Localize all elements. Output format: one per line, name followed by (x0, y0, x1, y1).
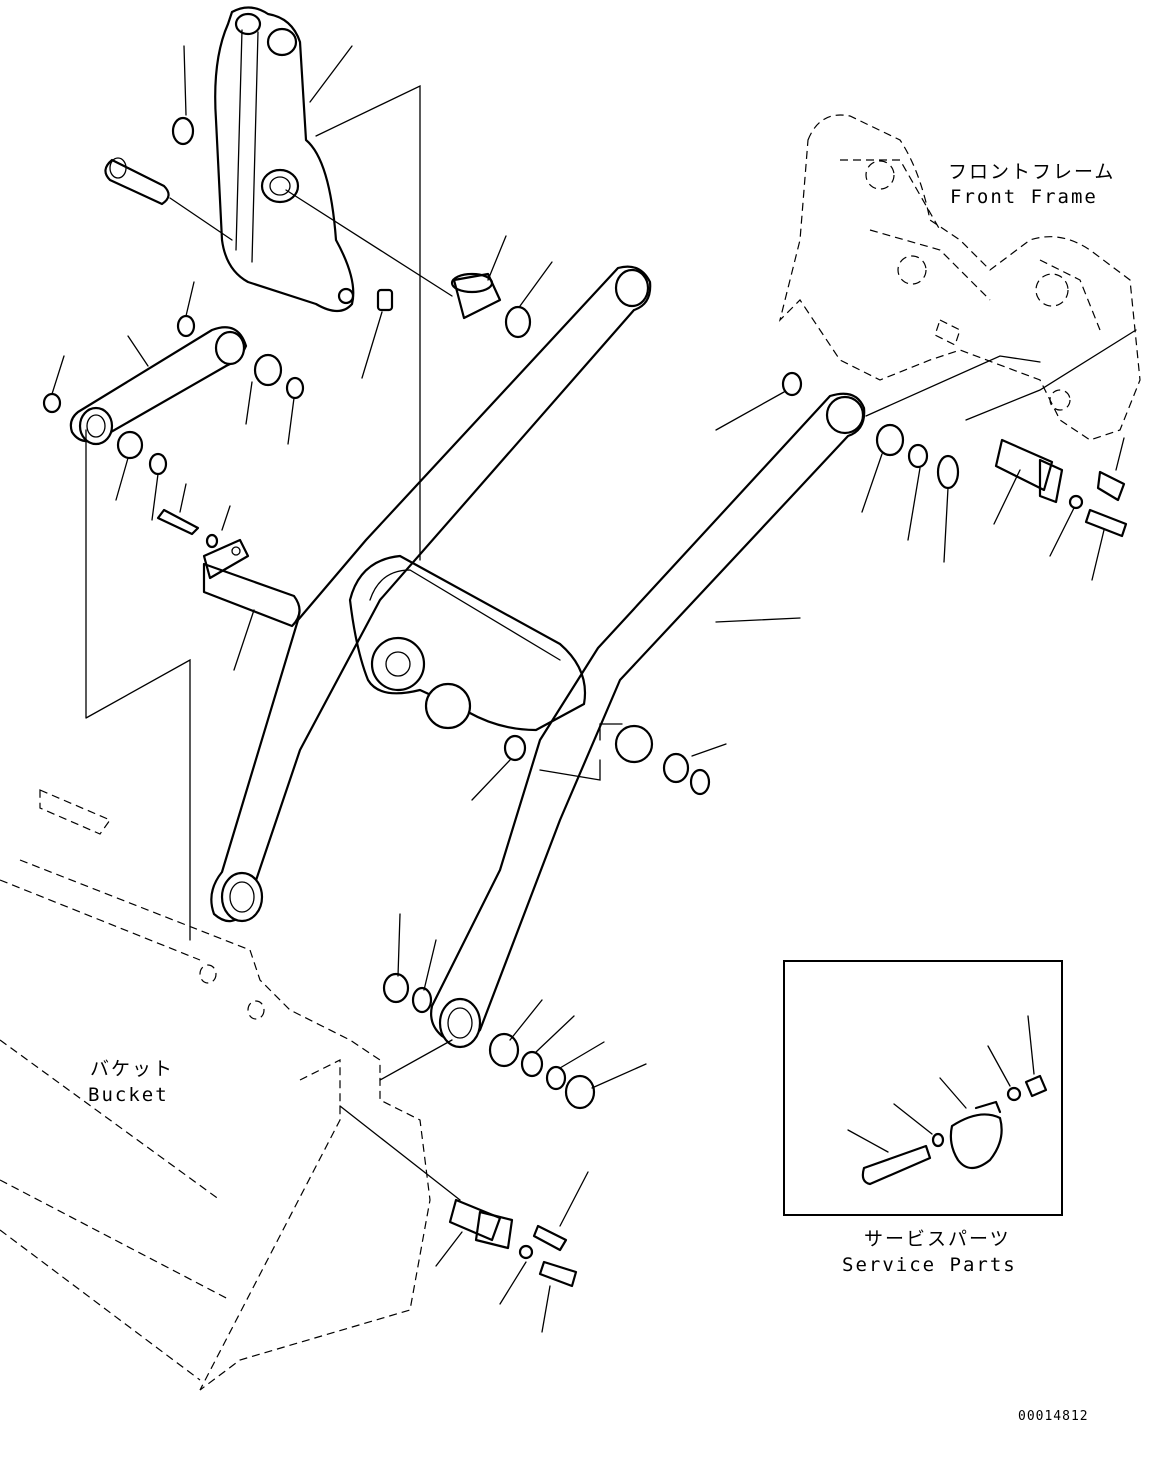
bushing (116, 430, 144, 460)
dust-seal (382, 972, 410, 1004)
tilt-link (69, 326, 248, 446)
o-ring (176, 314, 196, 338)
bell-crank (214, 6, 355, 313)
o-ring (42, 392, 62, 414)
service-parts-label: Service Parts (842, 1254, 1017, 1276)
bolt (156, 508, 200, 536)
service-washer (931, 1132, 945, 1148)
o-ring (148, 452, 168, 476)
main-pin (202, 538, 301, 628)
o-ring (907, 443, 929, 469)
grease-fitting (1096, 470, 1126, 502)
lift-arm (210, 265, 866, 1049)
washer (518, 1244, 534, 1260)
leader-lines (51, 45, 1137, 1333)
bushing (662, 752, 690, 784)
bushing (450, 272, 502, 320)
bushing (488, 1032, 520, 1068)
service-plate (949, 1113, 1003, 1170)
o-ring (781, 371, 803, 397)
service-bolt (861, 1144, 932, 1186)
bucket-pin (448, 1198, 514, 1250)
bolt (538, 1260, 578, 1288)
drawing-number: 00014812 (1018, 1409, 1089, 1424)
grease-fitting (376, 288, 394, 312)
o-ring (411, 986, 433, 1014)
o-ring (689, 768, 711, 796)
service-nut (1024, 1074, 1048, 1098)
shim (936, 454, 960, 490)
service-washer-2 (1006, 1086, 1022, 1102)
washer (1068, 494, 1084, 510)
washer (205, 533, 219, 549)
bucket-label: Bucket (88, 1084, 169, 1106)
dust-seal (564, 1074, 596, 1110)
bolt (1084, 508, 1128, 538)
bushing (253, 353, 283, 387)
right-pin (994, 438, 1064, 504)
o-ring (503, 734, 527, 762)
bushing (875, 423, 905, 457)
o-ring (285, 376, 305, 400)
bucket-outline (0, 789, 431, 1391)
upper-pin (104, 157, 170, 206)
bucket-label-jp: バケット (90, 1058, 175, 1080)
o-ring (520, 1050, 544, 1078)
front-frame-label-jp: フロントフレーム (948, 161, 1116, 183)
service-parts-label-jp: サービスパーツ (864, 1228, 1011, 1250)
service-parts-box (783, 960, 1063, 1216)
grease-fitting (532, 1224, 568, 1252)
front-frame-label: Front Frame (950, 186, 1098, 208)
o-ring (171, 116, 195, 146)
front-frame-outline (778, 114, 1141, 441)
o-ring (545, 1065, 567, 1091)
seal-ring (504, 305, 532, 339)
